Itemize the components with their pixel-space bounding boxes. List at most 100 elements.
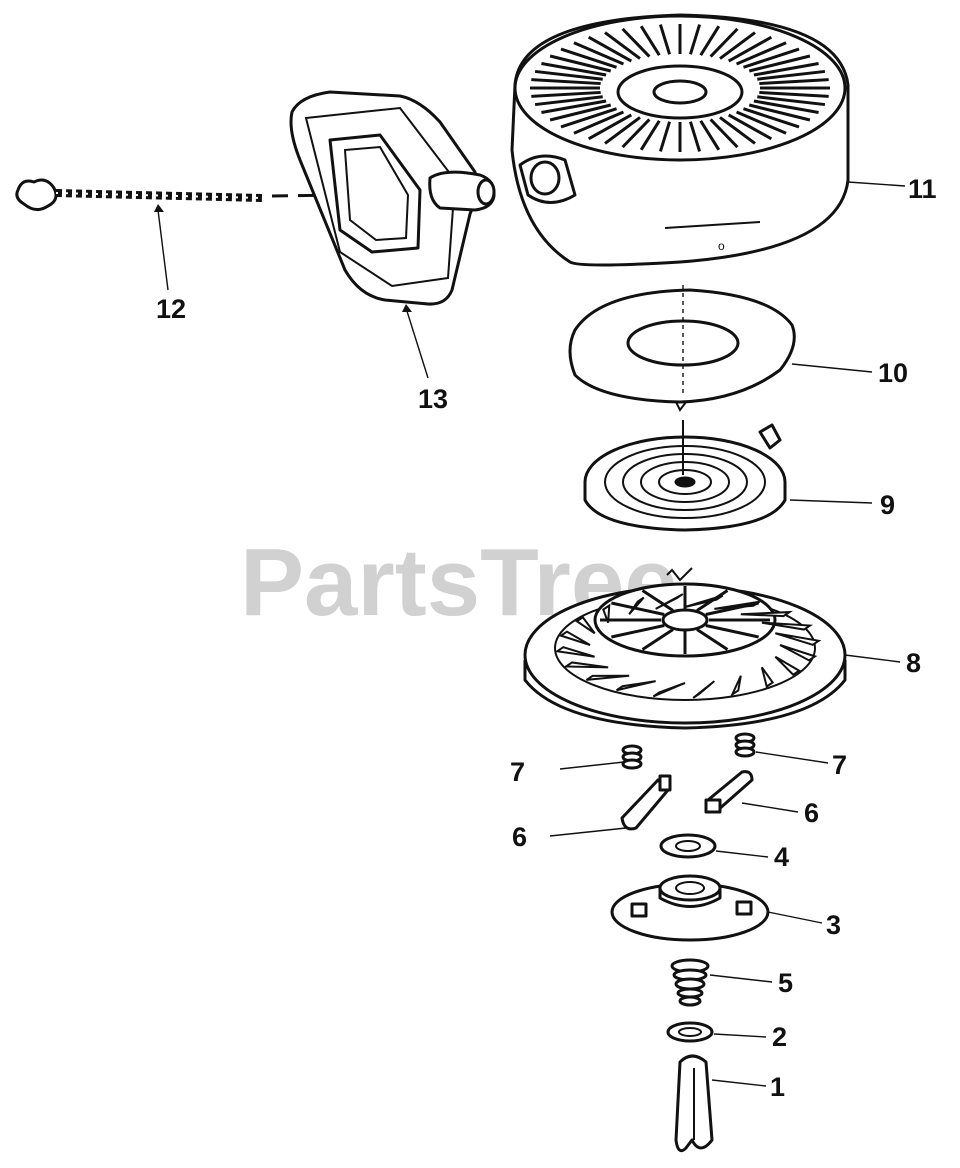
vent-slot bbox=[560, 107, 618, 129]
part-2-washer[interactable] bbox=[666, 1021, 714, 1043]
vent-slot bbox=[604, 31, 641, 60]
pulley-vanes bbox=[554, 586, 822, 699]
part-3-retainer[interactable] bbox=[610, 874, 770, 942]
part-8-pulley[interactable] bbox=[523, 567, 847, 730]
hub-spoke bbox=[705, 601, 759, 616]
vent-slot bbox=[621, 118, 651, 149]
vent-slot bbox=[531, 78, 601, 86]
vent-slot bbox=[604, 116, 641, 145]
pulley-vane bbox=[602, 603, 611, 624]
pulley-vane bbox=[655, 593, 684, 610]
part-13-starter-handle[interactable] bbox=[289, 90, 496, 306]
vent-slot bbox=[639, 120, 661, 151]
vent-slot bbox=[709, 118, 739, 149]
part-6-pawl-left[interactable] bbox=[620, 774, 672, 831]
pulley-vane bbox=[616, 680, 656, 692]
callout-10: 10 bbox=[878, 358, 908, 388]
vent-slot bbox=[699, 120, 721, 151]
pulley-vane bbox=[775, 632, 822, 646]
vent-slot bbox=[658, 24, 671, 55]
vent-slot bbox=[753, 62, 819, 77]
vent-slot bbox=[727, 35, 773, 63]
pulley-vane bbox=[779, 644, 818, 662]
vent-slot bbox=[735, 41, 787, 66]
vent-slot bbox=[748, 54, 811, 73]
callout-13: 13 bbox=[418, 384, 448, 414]
housing-mark: o bbox=[718, 239, 725, 253]
hub-spoke bbox=[696, 589, 729, 612]
pulley-vane bbox=[585, 674, 630, 681]
callout-1: 1 bbox=[770, 1072, 785, 1102]
vent-slot bbox=[689, 121, 702, 152]
vent-slot bbox=[587, 35, 633, 63]
pulley-vane bbox=[774, 655, 802, 677]
part-7-spring-left[interactable] bbox=[621, 744, 643, 770]
part-12-starter-rope[interactable] bbox=[15, 178, 421, 211]
pulley-vane bbox=[761, 621, 813, 631]
vent-slot bbox=[639, 25, 661, 56]
vent-slot bbox=[587, 113, 633, 141]
vent-slot bbox=[560, 47, 618, 69]
hub-spoke bbox=[641, 628, 674, 651]
part-6-pawl-right[interactable] bbox=[704, 770, 754, 814]
pulley-vane bbox=[558, 630, 591, 646]
part-9-recoil-spring[interactable] bbox=[583, 420, 787, 532]
vent-slot bbox=[549, 103, 612, 122]
part-11-starter-housing[interactable]: o bbox=[510, 13, 850, 267]
vent-slot bbox=[748, 103, 811, 122]
vent-slot bbox=[689, 24, 702, 55]
pulley-vane bbox=[652, 682, 686, 698]
vent-slot bbox=[759, 90, 829, 98]
callout-6-right: 6 bbox=[804, 798, 819, 828]
vent-slot bbox=[757, 95, 826, 107]
part-10-washer-plate[interactable] bbox=[568, 288, 796, 412]
callout-12: 12 bbox=[156, 294, 186, 324]
callout-5: 5 bbox=[778, 968, 793, 998]
part-4-washer[interactable] bbox=[659, 833, 717, 859]
vent-slot bbox=[719, 116, 756, 145]
callout-labels: 11 10 9 8 7 7 6 6 4 3 5 2 1 12 13 bbox=[156, 174, 937, 1102]
part-7-spring-right[interactable] bbox=[734, 732, 756, 758]
vent-slot bbox=[727, 113, 773, 141]
callout-6-left: 6 bbox=[512, 822, 527, 852]
callout-8: 8 bbox=[906, 648, 921, 678]
part-1-split-pin[interactable] bbox=[674, 1054, 714, 1153]
vent-slot bbox=[549, 54, 612, 73]
vent-slot bbox=[541, 99, 607, 114]
pulley-vane bbox=[575, 615, 596, 635]
vent-slot bbox=[658, 121, 671, 152]
vent-slot bbox=[699, 25, 721, 56]
pulley-vane bbox=[684, 594, 724, 608]
hub-spoke bbox=[641, 589, 674, 612]
vent-slot bbox=[742, 47, 800, 69]
pulley-vane bbox=[554, 646, 595, 658]
vent-slot bbox=[621, 27, 651, 58]
vent-slot bbox=[531, 90, 601, 98]
callout-3: 3 bbox=[826, 910, 841, 940]
hub-spoke bbox=[611, 601, 665, 616]
leader-lines bbox=[154, 181, 906, 1087]
vent-slot bbox=[573, 110, 625, 135]
vent-slot bbox=[709, 27, 739, 58]
vent-slot bbox=[759, 78, 829, 86]
vent-slot bbox=[753, 99, 819, 114]
callout-9: 9 bbox=[880, 490, 895, 520]
vent-slot bbox=[534, 95, 603, 107]
pulley-vane bbox=[692, 680, 716, 699]
part-5-conical-spring[interactable] bbox=[670, 958, 710, 1007]
callout-7-left: 7 bbox=[510, 757, 525, 787]
vent-slot bbox=[541, 62, 607, 77]
vent-slot bbox=[735, 110, 787, 135]
housing-vents bbox=[530, 24, 830, 152]
vent-slot bbox=[573, 41, 625, 66]
callout-11: 11 bbox=[908, 174, 937, 204]
hub-spoke bbox=[611, 624, 665, 639]
callout-2: 2 bbox=[772, 1022, 787, 1052]
hub-spoke bbox=[696, 628, 729, 651]
vent-slot bbox=[719, 31, 756, 60]
callout-7-right: 7 bbox=[832, 750, 847, 780]
callout-4: 4 bbox=[774, 842, 789, 872]
vent-slot bbox=[534, 69, 603, 81]
